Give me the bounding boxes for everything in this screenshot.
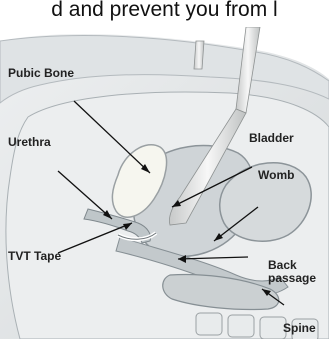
label-spine: Spine [283, 321, 316, 335]
label-urethra: Urethra [8, 135, 51, 149]
caption-text: d and prevent you from l [0, 0, 329, 27]
label-womb: Womb [258, 168, 294, 182]
instrument-needle-left [194, 41, 204, 69]
label-back-passage-line2: passage [268, 271, 316, 285]
label-back-passage-line1: Back [268, 258, 297, 272]
label-bladder: Bladder [249, 131, 294, 145]
label-pubic-bone: Pubic Bone [8, 66, 74, 80]
label-tvt-tape: TVT Tape [8, 249, 61, 263]
